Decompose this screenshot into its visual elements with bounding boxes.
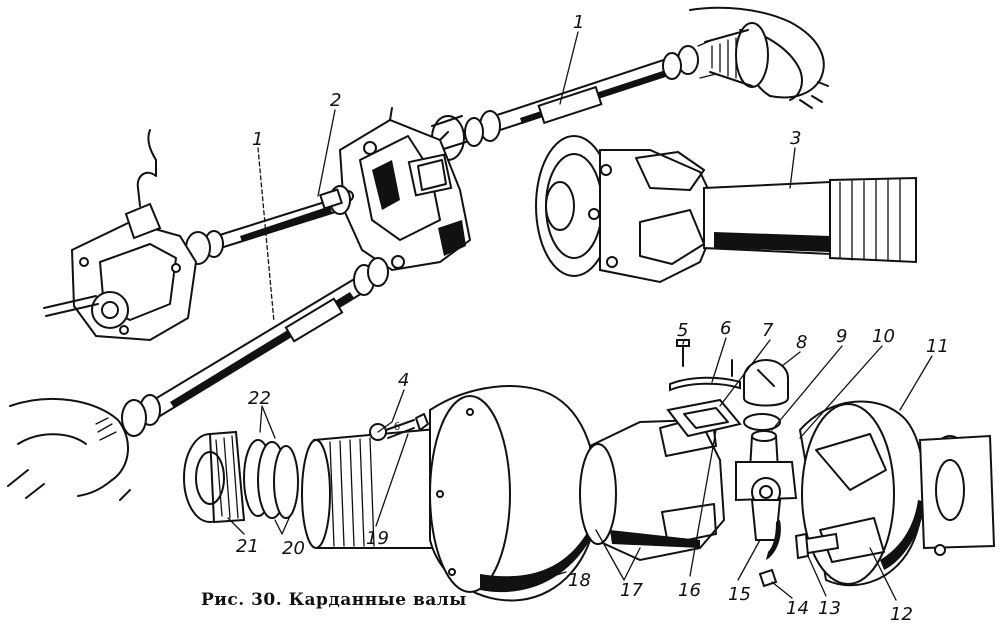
lower-propeller-shaft	[121, 257, 389, 437]
callout-22: 22	[248, 388, 271, 409]
upper-propeller-shaft	[431, 39, 717, 161]
callout-11: 11	[926, 336, 949, 357]
callout-labels: 1 2 1 3 4 б 5 6 7 8 9 10 11 12 13 14 15 …	[236, 12, 949, 625]
callout-12: 12	[890, 604, 913, 625]
callout-18: 18	[568, 570, 591, 591]
callout-14: 14	[786, 598, 809, 619]
callout-9: 9	[836, 326, 847, 347]
callout-8: 8	[796, 332, 807, 353]
protective-cover-18	[429, 385, 598, 602]
callout-16: 16	[678, 580, 701, 601]
callout-13: 13	[818, 598, 841, 619]
small-parts-upper	[666, 339, 789, 438]
callout-15: 15	[728, 584, 751, 605]
callout-2: 2	[330, 90, 341, 111]
callout-20: 20	[282, 538, 305, 559]
sliding-sleeve-group	[183, 430, 299, 524]
intermediate-shaft	[185, 185, 351, 265]
rear-axle-housing	[7, 397, 131, 501]
figure-caption: Рис. 30. Карданные валы	[201, 590, 467, 610]
callout-7: 7	[762, 320, 774, 341]
callout-1-lower: 1	[252, 129, 263, 150]
callout-3: 3	[790, 128, 801, 149]
small-mark: б	[394, 422, 400, 433]
flange-yoke-group	[794, 400, 996, 587]
callout-6: 6	[720, 318, 731, 339]
shaft-yoke-17	[579, 413, 726, 562]
gearbox	[43, 129, 198, 342]
spider-group	[735, 413, 798, 588]
callout-17: 17	[620, 580, 643, 601]
universal-joint-assembly	[535, 135, 917, 284]
callout-5: 5	[677, 320, 688, 341]
callout-1-upper: 1	[573, 12, 584, 33]
callout-19: 19	[366, 528, 389, 549]
callout-10: 10	[872, 326, 895, 347]
callout-21: 21	[236, 536, 259, 557]
front-axle-housing	[689, 6, 829, 109]
transfer-case	[338, 107, 472, 272]
callout-4: 4	[398, 370, 409, 391]
leader-lines	[227, 31, 933, 601]
